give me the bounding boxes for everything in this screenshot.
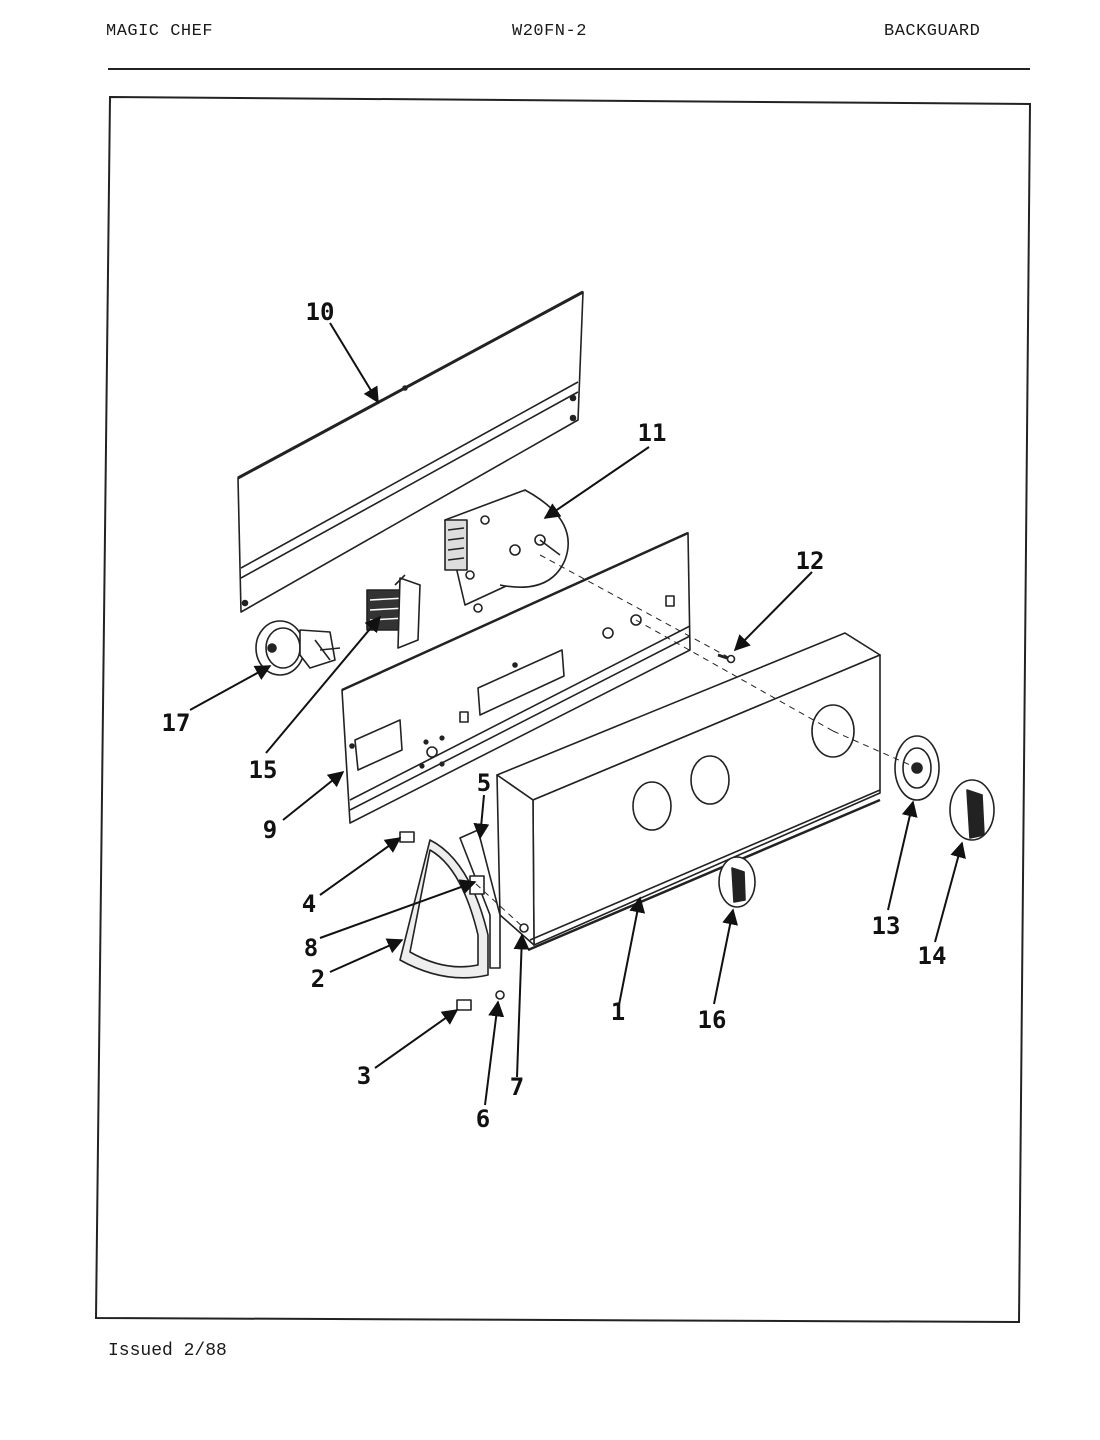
callout-7: 7 bbox=[510, 1073, 524, 1101]
leader-17 bbox=[189, 665, 272, 711]
callout-9: 9 bbox=[263, 816, 277, 844]
part-14-knob bbox=[949, 779, 995, 841]
callout-15: 15 bbox=[249, 756, 278, 784]
leader-12 bbox=[733, 571, 813, 652]
callout-8: 8 bbox=[304, 934, 318, 962]
part-7-screw bbox=[519, 923, 529, 933]
part-2-lens bbox=[399, 839, 489, 979]
callout-2: 2 bbox=[311, 965, 325, 993]
callout-16: 16 bbox=[698, 1006, 727, 1034]
part-17-pressure-switch bbox=[255, 620, 341, 676]
callout-11: 11 bbox=[638, 419, 667, 447]
leader-5 bbox=[473, 794, 490, 840]
callout-12: 12 bbox=[796, 547, 825, 575]
leader-11 bbox=[543, 446, 650, 519]
header-model: W20FN-2 bbox=[512, 22, 587, 41]
leader-10 bbox=[329, 322, 379, 404]
leader-14 bbox=[934, 841, 966, 943]
part-15-switch bbox=[366, 574, 421, 649]
part-12-screw bbox=[717, 653, 736, 664]
leader-1 bbox=[617, 896, 646, 1011]
callout-10: 10 bbox=[306, 298, 335, 326]
leader-9 bbox=[282, 771, 345, 821]
callout-17: 17 bbox=[162, 709, 191, 737]
callout-3: 3 bbox=[357, 1062, 371, 1090]
callout-5: 5 bbox=[477, 769, 491, 797]
leader-2 bbox=[329, 938, 404, 973]
part-3-clip bbox=[456, 999, 472, 1011]
header-brand: MAGIC CHEF bbox=[106, 22, 214, 41]
part-6-screw bbox=[495, 990, 505, 1000]
leader-3 bbox=[374, 1009, 459, 1069]
leader-7 bbox=[513, 933, 530, 1078]
header-section: BACKGUARD bbox=[884, 22, 981, 41]
callout-14: 14 bbox=[918, 942, 947, 970]
part-11-timer bbox=[444, 489, 569, 613]
callout-4: 4 bbox=[302, 890, 316, 918]
diagram-frame bbox=[94, 95, 1032, 1324]
issued-date: Issued 2/88 bbox=[108, 1341, 227, 1361]
callout-13: 13 bbox=[872, 912, 901, 940]
leader-6 bbox=[484, 1000, 505, 1106]
leader-8 bbox=[319, 879, 477, 939]
callout-6: 6 bbox=[476, 1105, 490, 1133]
part-10-top-panel bbox=[237, 290, 584, 613]
part-4-clip bbox=[399, 831, 415, 843]
callout-1: 1 bbox=[611, 998, 625, 1026]
part-16-knob bbox=[718, 856, 756, 908]
part-1-console bbox=[496, 632, 881, 952]
part-9-control-bracket bbox=[341, 531, 691, 824]
leader-13 bbox=[887, 800, 918, 911]
leader-15 bbox=[265, 615, 382, 754]
header-rule bbox=[108, 68, 1030, 70]
leader-4 bbox=[319, 837, 402, 896]
leader-16 bbox=[713, 908, 738, 1005]
